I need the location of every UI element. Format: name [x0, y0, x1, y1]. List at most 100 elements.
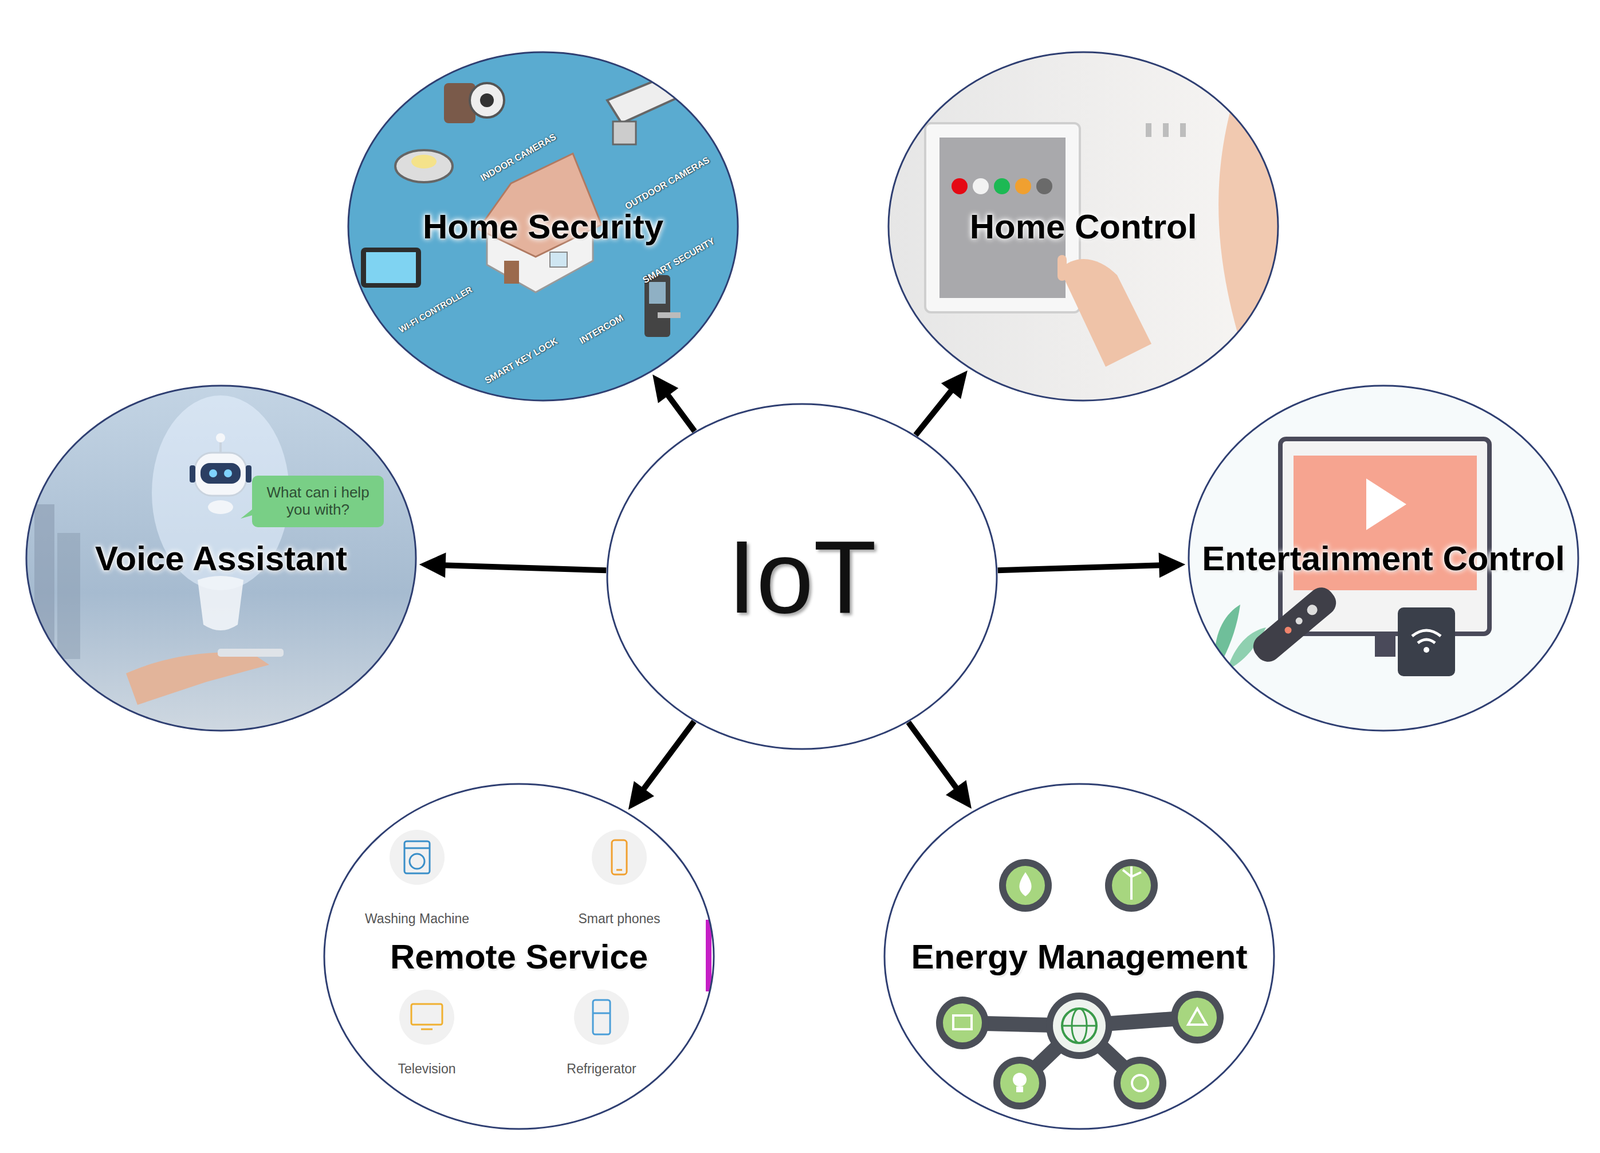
illustration-label: Refrigerator — [566, 1060, 636, 1076]
arrow-line — [642, 721, 695, 792]
illustration-label: Television — [398, 1060, 456, 1076]
energy-illustration-part — [942, 865, 1217, 1103]
hub-circle: IoT — [606, 402, 998, 750]
energy-illustration-part-part — [1105, 858, 1158, 912]
device-label: OUTDOOR CAMERAS — [623, 154, 712, 212]
remote-illustration-part — [574, 989, 630, 1045]
remote-illustration — [323, 782, 715, 1130]
arrow-head — [628, 780, 655, 810]
security-illustration-part — [480, 93, 494, 108]
application-circle: Home Security — [347, 50, 739, 402]
entertainment-illustration-part-part — [1248, 582, 1342, 667]
arrow-connector — [652, 374, 695, 431]
remote-illustration-part — [592, 999, 611, 1035]
illustration-label: Washing Machine — [364, 910, 470, 926]
energy-illustration-part — [1122, 866, 1142, 877]
application-title: Home Control — [969, 206, 1198, 247]
device-label: WI-FI CONTROLLER — [396, 284, 474, 334]
application-circle: Remote Service — [323, 782, 715, 1130]
arrow-line — [997, 564, 1163, 570]
arrow-connector — [915, 370, 967, 436]
voice-illustration-part — [245, 465, 252, 483]
energy-illustration-part-part — [1046, 992, 1113, 1059]
voice-illustration-part — [194, 452, 247, 496]
remote-illustration-part — [591, 829, 647, 885]
energy-illustration-part — [1062, 1008, 1097, 1043]
voice-illustration-part — [215, 433, 226, 443]
remote-illustration-part — [705, 919, 712, 992]
remote-illustration-part — [323, 782, 715, 1130]
circle-outline — [884, 783, 1275, 1129]
remote-illustration-part — [404, 840, 430, 874]
voice-illustration-part — [197, 575, 244, 631]
remote-illustration-part — [404, 847, 430, 849]
energy-illustration — [883, 782, 1276, 1130]
control-illustration-part — [1218, 68, 1284, 333]
entertainment-illustration-part — [1366, 478, 1407, 530]
security-illustration-part — [395, 150, 453, 183]
security-illustration-part — [469, 83, 505, 118]
voice-illustration-part — [209, 469, 218, 478]
security-illustration-part — [366, 252, 416, 283]
control-illustration-part — [951, 178, 968, 195]
security-illustration-part — [360, 247, 422, 288]
security-illustration-part — [504, 260, 520, 284]
control-illustration-part — [993, 178, 1010, 195]
control-illustration-part — [1180, 123, 1186, 137]
voice-illustration-part — [217, 648, 284, 657]
energy-illustration-part-part — [993, 1056, 1047, 1110]
security-illustration-part — [612, 121, 636, 145]
voice-illustration-part — [200, 462, 241, 484]
arrow-line — [666, 392, 695, 432]
voice-illustration-part — [25, 384, 418, 732]
circle-outline — [1188, 385, 1579, 731]
security-illustration — [347, 50, 739, 402]
control-illustration-part — [1015, 178, 1032, 195]
entertainment-illustration-part — [1423, 646, 1430, 653]
application-title: Voice Assistant — [95, 538, 348, 579]
arrow-line — [915, 388, 953, 435]
remote-illustration-part — [592, 1012, 611, 1014]
voice-illustration-part — [34, 504, 55, 659]
security-illustration-part — [644, 274, 671, 337]
entertainment-illustration-part — [1374, 633, 1396, 657]
energy-illustration-part-part — [1177, 997, 1217, 1037]
energy-illustration-part-part — [942, 1003, 982, 1043]
voice-illustration-part — [223, 469, 233, 478]
energy-illustration-part — [1012, 1072, 1027, 1087]
security-illustration-part — [549, 252, 568, 267]
energy-illustration-part-part — [1005, 865, 1045, 905]
device-label: INTERCOM — [577, 312, 625, 347]
application-circle: Home Control — [887, 50, 1280, 402]
arrow-connector — [908, 721, 972, 809]
energy-illustration-part-part — [1113, 1056, 1167, 1110]
entertainment-illustration-part — [1417, 639, 1436, 643]
hub-title: IoT — [727, 517, 877, 636]
arrow-head — [945, 779, 972, 809]
remote-illustration-part — [421, 1028, 433, 1031]
application-circle: Voice Assistant — [25, 384, 418, 732]
control-illustration — [887, 50, 1284, 402]
energy-illustration-part — [1130, 876, 1133, 900]
entertainment-illustration-part — [1187, 384, 1580, 732]
arrow-line — [442, 564, 607, 570]
arrow-connector — [997, 552, 1186, 578]
voice-illustration-part — [207, 500, 234, 514]
device-label: INDOOR CAMERAS — [478, 131, 559, 184]
energy-illustration-part — [1188, 1008, 1207, 1025]
entertainment-illustration-part-part — [1304, 602, 1320, 617]
control-illustration-part — [1036, 178, 1053, 195]
energy-illustration-part — [1131, 1074, 1149, 1091]
energy-illustration-part — [1052, 999, 1106, 1052]
arrow-head — [652, 374, 679, 403]
energy-illustration-part-part — [936, 996, 989, 1049]
device-label: SMART KEY LOCK — [482, 335, 560, 387]
security-illustration-part — [649, 281, 666, 304]
entertainment-illustration-part-part — [1283, 624, 1293, 635]
control-illustration-part — [1145, 123, 1152, 137]
entertainment-illustration-part — [1397, 607, 1456, 676]
arrow-head — [941, 370, 968, 400]
security-illustration-part — [347, 50, 739, 402]
energy-illustration-part-part — [1120, 1063, 1160, 1103]
entertainment-illustration — [1187, 384, 1580, 732]
